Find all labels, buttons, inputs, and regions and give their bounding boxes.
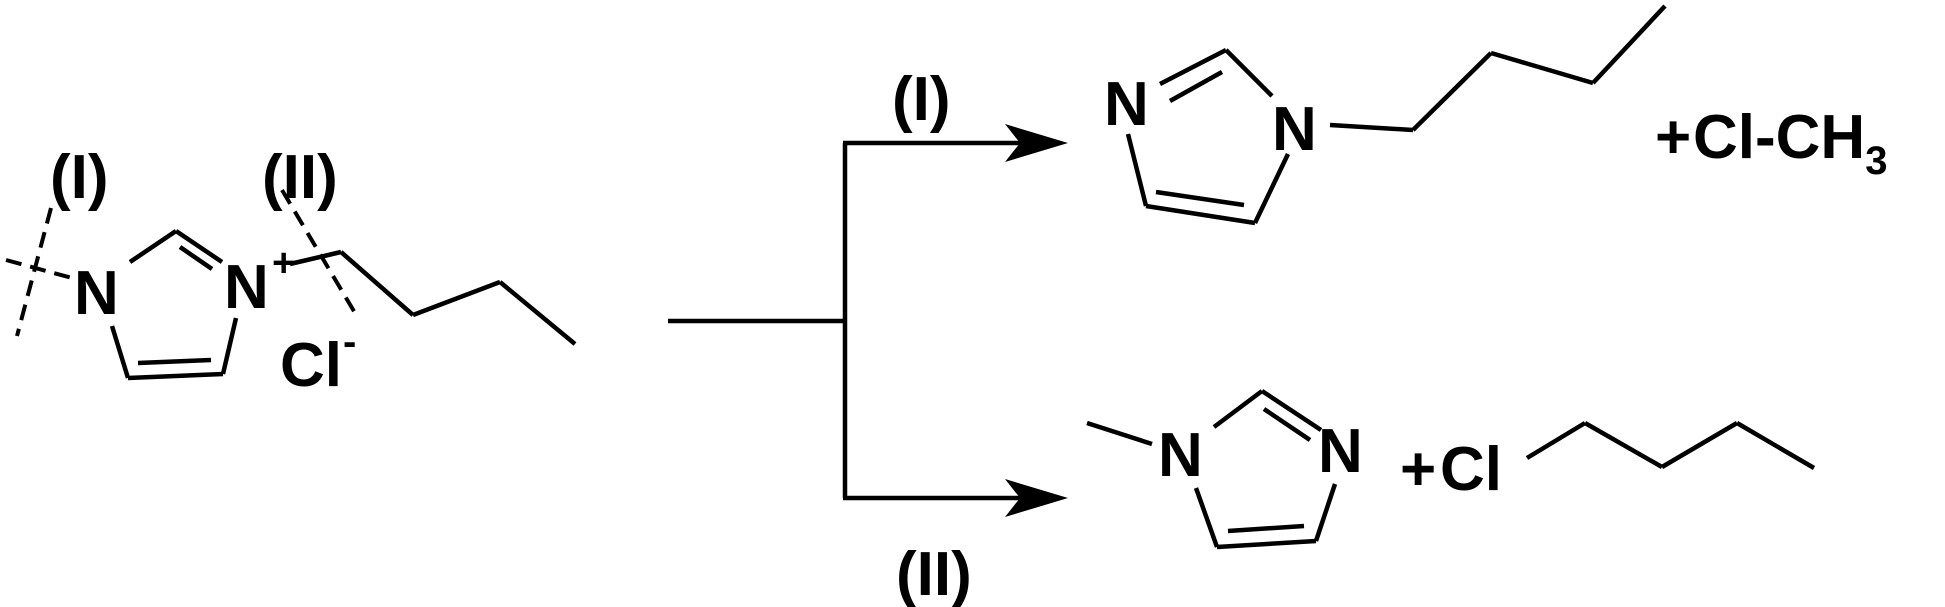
p1-plus-sign: + [1655, 103, 1691, 172]
p2-byproduct-cl: Cl [1440, 435, 1502, 504]
butyl-bond-2 [339, 250, 415, 317]
arrow-lower-head [1005, 479, 1068, 517]
p1-ring-bond-n1-c5 [1252, 153, 1291, 224]
reactant-n1: N [74, 259, 119, 328]
p2-chain-bond-2 [1583, 421, 1664, 469]
pathway-label-lower: (II) [896, 540, 972, 607]
p2-ring-bond-c2-n3 [1260, 389, 1323, 432]
ring-bond-n1-c2 [128, 229, 178, 264]
p2-ring-double-bond [1262, 407, 1312, 442]
p2-methyl-bond [1086, 420, 1153, 447]
cleavage-line-1 [15, 207, 53, 337]
p1-butyl-bond-1 [1329, 122, 1414, 133]
p1-ring-double-bond-c4-c5 [1155, 189, 1245, 208]
reactant-plus-charge: + [272, 241, 295, 285]
ring-double-bond-inner [178, 245, 214, 271]
p2-ring-double-bond-c4-c5 [1227, 523, 1305, 534]
ring-bond-c2-n3 [174, 229, 224, 264]
p1-butyl-bond-2 [1411, 51, 1493, 132]
product-1: N N + Cl-CH3 [1104, 4, 1887, 226]
butyl-bond-4 [498, 280, 577, 346]
p1-n-right: N [1272, 95, 1317, 164]
p2-chain-bond-4 [1735, 421, 1816, 470]
cleavage-label-2: (II) [262, 143, 338, 212]
p1-ring-double-bond [1168, 70, 1224, 103]
p1-byproduct-chloromethane: Cl-CH3 [1693, 103, 1887, 183]
p1-byproduct-subscript: 3 [1865, 139, 1887, 183]
p1-ring-bond-n3-c2 [1158, 47, 1228, 87]
reactant-n3: N [224, 253, 269, 322]
p2-ring-bond-n3-c4 [1313, 483, 1338, 542]
p2-chain-bond-1 [1525, 421, 1587, 460]
arrow-upper-head [1005, 124, 1068, 162]
methyl-bond-dashed [5, 258, 73, 280]
p2-ring-bond-c5-n1 [1193, 487, 1220, 548]
reactant-bmim-chloride: N N + Cl - (I) (II) [5, 143, 577, 400]
cleavage-label-1: (I) [50, 143, 109, 212]
p1-n-left: N [1104, 70, 1149, 139]
ring-bond-n3-c4 [220, 317, 239, 375]
butyl-bond-1 [289, 249, 342, 267]
butyl-bond-3 [412, 279, 501, 318]
p2-plus-sign: + [1400, 435, 1436, 504]
p2-n-right: N [1318, 417, 1363, 486]
p2-n-left: N [1158, 421, 1203, 490]
p2-ring-bond-n1-c2 [1212, 389, 1264, 429]
ring-bond-c5-n1 [109, 325, 131, 379]
p1-ring-bond-c4-n3 [1125, 133, 1149, 207]
p1-ring-bond-c5-c4 [1145, 203, 1256, 226]
ring-double-bond-c4-c5 [137, 357, 212, 366]
ring-bond-c4-c5 [127, 371, 224, 381]
counterion-cl: Cl [280, 331, 342, 400]
p1-ring-bond-c2-n1 [1224, 48, 1274, 98]
p1-butyl-bond-4 [1591, 4, 1667, 85]
reaction-arrows: (I) (II) [668, 65, 1068, 607]
p2-chain-bond-3 [1660, 421, 1739, 469]
pathway-label-upper: (I) [892, 65, 951, 134]
p2-ring-bond-c4-c5 [1216, 538, 1317, 550]
product-2: N N + Cl [1086, 389, 1816, 550]
p1-butyl-bond-3 [1490, 50, 1594, 86]
counterion-minus-charge: - [343, 320, 356, 364]
